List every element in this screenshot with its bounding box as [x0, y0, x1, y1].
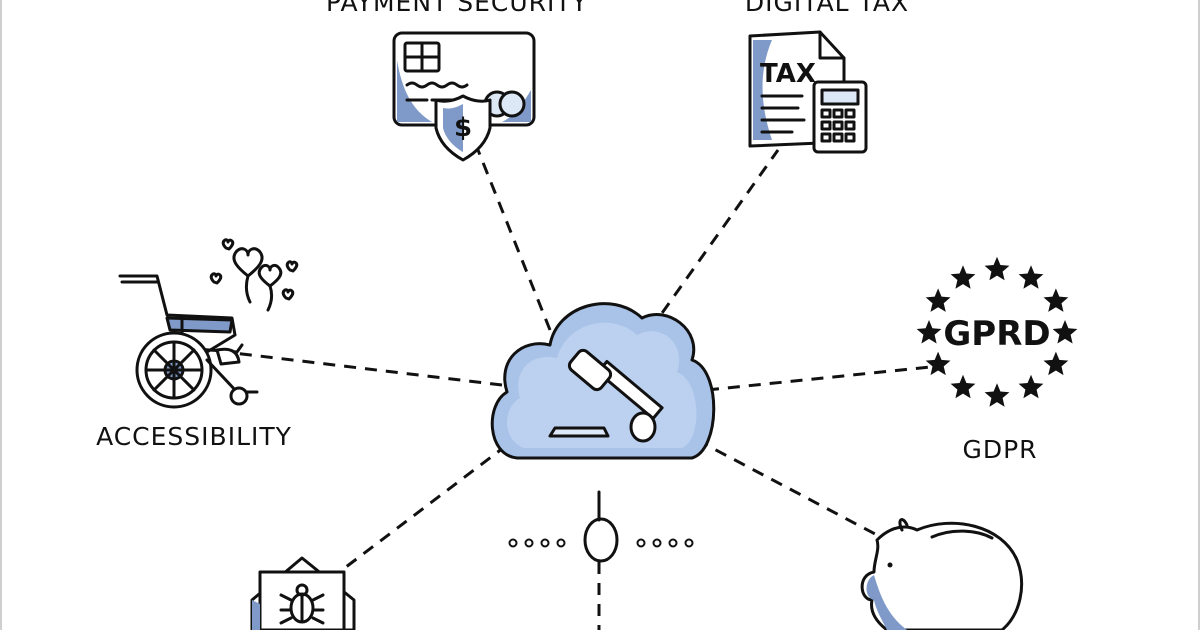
- dot-icon: [684, 538, 694, 548]
- label-digital-tax: DIGITAL TAX: [745, 0, 909, 17]
- hearts-balloons-icon: [209, 238, 299, 312]
- label-accessibility: ACCESSIBILITY: [96, 422, 292, 451]
- dot-icon: [508, 538, 518, 548]
- label-payment-security: PAYMENT SECURITY: [326, 0, 588, 17]
- star-icon: [950, 374, 976, 399]
- piggy-bank-icon: [860, 518, 1024, 630]
- star-icon: [1043, 351, 1069, 376]
- star-icon: [984, 256, 1010, 281]
- eu-stars-icon: [916, 256, 1078, 407]
- connector-digital-tax: [648, 149, 780, 331]
- data-node-icon: [508, 490, 694, 563]
- email-bug-icon: [250, 556, 356, 630]
- star-icon: [1052, 320, 1078, 344]
- star-icon: [1018, 265, 1044, 289]
- dot-icon: [636, 538, 646, 548]
- tax-document-icon: TAX: [748, 30, 868, 154]
- wheelchair-icon: [118, 274, 259, 409]
- star-icon: [1018, 374, 1044, 399]
- connector-gdpr: [706, 365, 931, 392]
- bug-icon: [279, 583, 325, 625]
- calculator-icon: [812, 80, 868, 154]
- star-icon: [925, 351, 951, 376]
- connector-payment-security: [476, 149, 552, 331]
- label-gdpr: GDPR: [962, 435, 1037, 464]
- connector-email-security: [341, 443, 508, 572]
- dot-icon: [556, 538, 566, 548]
- star-icon: [916, 320, 942, 344]
- star-icon: [984, 383, 1010, 407]
- connectors: [233, 149, 931, 630]
- tax-sheet-text: TAX: [760, 59, 816, 89]
- gprd-badge-text: GPRD: [943, 314, 1050, 354]
- legal-cloud-icon: [490, 302, 716, 460]
- star-icon: [1043, 288, 1069, 312]
- star-icon: [950, 265, 976, 289]
- dollar-sign-icon: $: [454, 113, 472, 143]
- connector-savings: [696, 438, 878, 537]
- dot-icon: [668, 538, 678, 548]
- connector-accessibility: [233, 351, 503, 387]
- gavel-icon: [548, 348, 664, 443]
- dot-icon: [652, 538, 662, 548]
- star-icon: [925, 288, 951, 312]
- dot-icon: [540, 538, 550, 548]
- credit-card-shield-icon: $: [392, 31, 536, 162]
- dot-icon: [524, 538, 534, 548]
